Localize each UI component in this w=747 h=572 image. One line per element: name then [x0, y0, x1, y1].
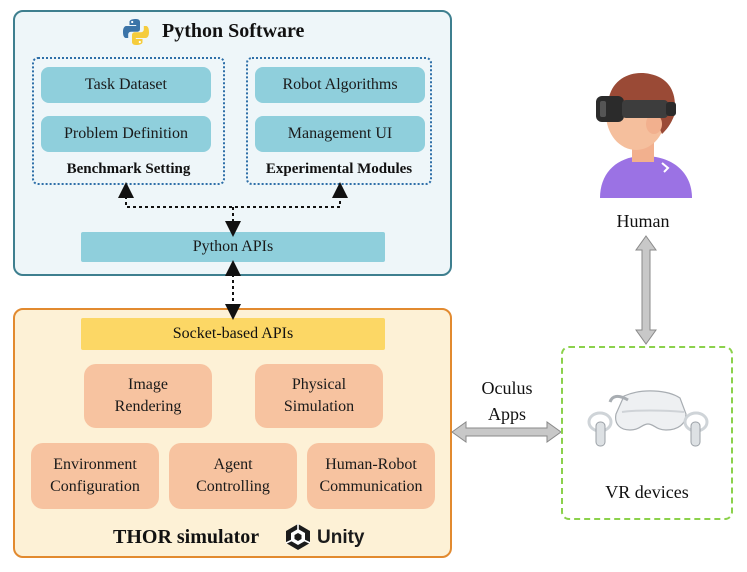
oculus-apps-label: Oculus Apps	[464, 375, 550, 427]
unity-logo-icon	[285, 524, 311, 550]
human-robot-communication-line1: Human-Robot	[325, 456, 417, 473]
human-vr-link-arrow	[635, 235, 657, 345]
management-ui-box: Management UI	[255, 116, 425, 152]
vr-devices-panel	[561, 346, 733, 520]
agent-controlling-line1: Agent	[213, 456, 253, 473]
vr-devices-label: VR devices	[605, 482, 689, 502]
physical-simulation-line2: Simulation	[283, 398, 355, 415]
physical-simulation-line1: Physical	[291, 376, 347, 393]
oculus-apps-line1: Oculus	[481, 378, 533, 398]
agent-controlling-line2: Controlling	[196, 478, 270, 495]
thor-simulator-title: THOR simulator	[113, 526, 260, 548]
socket-apis-bar: Socket-based APIs	[81, 318, 385, 350]
image-rendering-line2: Rendering	[114, 398, 182, 415]
robot-algorithms-box: Robot Algorithms	[255, 67, 425, 103]
benchmark-setting-label: Benchmark Setting	[66, 161, 191, 177]
problem-definition-box: Problem Definition	[41, 116, 211, 152]
vr-headset-controllers-icon	[587, 390, 709, 447]
python-logo-icon	[123, 19, 149, 45]
human-with-vr-headset-icon	[596, 73, 692, 198]
environment-configuration-line1: Environment	[53, 456, 137, 473]
python-software-title: Python Software	[162, 20, 305, 42]
python-apis-bar: Python APIs	[81, 232, 385, 262]
human-label: Human	[616, 211, 670, 231]
human-robot-communication-line2: Communication	[319, 478, 423, 495]
experimental-modules-label: Experimental Modules	[265, 161, 413, 177]
unity-logo-text: Unity	[317, 527, 365, 548]
image-rendering-line1: Image	[128, 376, 168, 393]
api-to-groups-connector	[118, 182, 348, 208]
oculus-apps-line2: Apps	[487, 404, 526, 424]
task-dataset-box: Task Dataset	[41, 67, 211, 103]
environment-configuration-line2: Configuration	[50, 478, 140, 495]
